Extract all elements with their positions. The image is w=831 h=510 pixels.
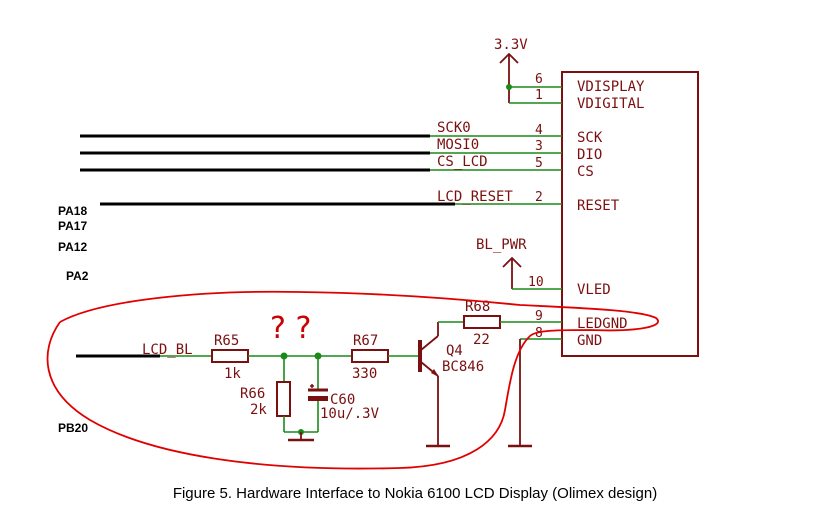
- junction-dot: [506, 84, 512, 90]
- pin-name-gnd: GND: [577, 333, 602, 349]
- r66-name: R66: [240, 386, 265, 402]
- capacitor-c60-plate: [308, 396, 328, 401]
- resistor-r68: [463, 315, 501, 329]
- annotation-loop: [46, 321, 531, 470]
- pin-name-dio: DIO: [577, 147, 602, 163]
- pin-num-1: 1: [535, 88, 543, 103]
- net-label-lcd-bl: LCD_BL: [142, 342, 193, 358]
- pin-name-reset: RESET: [577, 198, 620, 214]
- mcu-pin-pa12: PA12: [58, 240, 87, 254]
- pin-num-10: 10: [528, 275, 544, 290]
- resistor-r65: [211, 349, 249, 363]
- net-label-mosi0: MOSI0: [437, 137, 479, 153]
- r65-name: R65: [214, 333, 239, 349]
- mcu-pin-pa18: PA18: [58, 204, 87, 218]
- question-marks-annotation: ? ?: [270, 311, 311, 346]
- pin-num-6: 6: [535, 72, 543, 87]
- net-label-cs-lcd: CS_LCD: [437, 154, 488, 170]
- pin-name-vled: VLED: [577, 282, 611, 298]
- figure-caption: Figure 5. Hardware Interface to Nokia 61…: [173, 485, 657, 502]
- r67-value: 330: [352, 366, 377, 382]
- lcd-connector-box: [561, 71, 699, 357]
- pin-name-cs: CS: [577, 164, 594, 180]
- net-label-lcd-reset: LCD_RESET: [437, 189, 513, 205]
- r67-name: R67: [353, 333, 378, 349]
- annotation-loop: [59, 290, 659, 337]
- pin-name-sck: SCK: [577, 130, 603, 146]
- c60-value: 10u/.3V: [320, 406, 380, 422]
- pin-name-vdigital: VDIGITAL: [577, 96, 644, 112]
- mcu-pin-pa2: PA2: [66, 269, 89, 283]
- pin-num-3: 3: [535, 139, 543, 154]
- r66-value: 2k: [250, 402, 267, 418]
- r65-value: 1k: [224, 366, 241, 382]
- emitter-arrow-icon: [431, 369, 439, 377]
- pin-num-9: 9: [535, 309, 543, 324]
- supply-3v3-label: 3.3V: [494, 37, 528, 53]
- pin-num-5: 5: [535, 156, 543, 171]
- mcu-pin-pa17: PA17: [58, 219, 87, 233]
- transistor-q4-collector: [420, 335, 439, 351]
- pin-num-4: 4: [535, 123, 543, 138]
- pin-num-2: 2: [535, 190, 543, 205]
- r68-value: 22: [473, 332, 490, 348]
- q4-value: BC846: [442, 359, 484, 375]
- q4-name: Q4: [446, 343, 463, 359]
- r68-name: R68: [465, 299, 490, 315]
- pin-name-ledgnd: LEDGND: [577, 316, 628, 332]
- mcu-pin-pb20: PB20: [58, 421, 88, 435]
- resistor-r66: [276, 381, 291, 417]
- c60-name: C60: [330, 392, 355, 408]
- pin-num-8: 8: [535, 326, 543, 341]
- resistor-r67: [351, 349, 389, 363]
- pin-name-vdisplay: VDISPLAY: [577, 79, 645, 95]
- net-label-sck0: SCK0: [437, 120, 471, 136]
- supply-bl-pwr-label: BL_PWR: [476, 237, 527, 253]
